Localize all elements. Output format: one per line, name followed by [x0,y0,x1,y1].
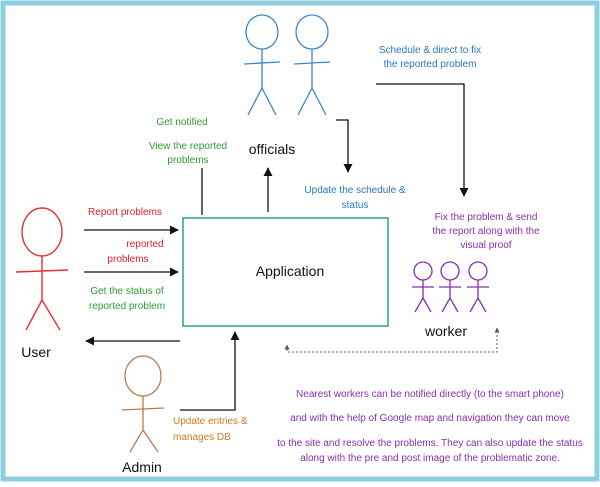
update-schedule-label-1: Update the schedule & [304,185,406,196]
update-entries-label-1: Update entries & [173,416,248,427]
fix-problem-label-2: the report along with the [432,226,540,237]
note-line-3: to the site and resolve the problems. Th… [277,438,583,449]
note-line-2: and with the help of Google map and navi… [290,413,570,424]
view-reported-label-2: problems [167,155,208,166]
fix-problem-label-1: Fix the problem & send [435,212,538,223]
schedule-direct-label-1: Schedule & direct to fix [379,45,481,56]
report-problems-label: Report problems [88,207,162,218]
user-figure[interactable] [15,207,69,331]
get-status-label-1: Get the status of [90,286,164,297]
officials-figure[interactable] [243,14,331,116]
officials-label: officials [249,141,295,157]
update-schedule-label-2: status [342,200,369,211]
application-label: Application [256,263,325,279]
dotted-arrow-app-worker [284,327,500,353]
arrow-officials-update-schedule [336,119,353,173]
schedule-direct-label-2: the reported problem [384,59,477,70]
worker-label: worker [424,323,467,339]
update-entries-label-2: manages DB [173,432,231,443]
application-box[interactable] [182,217,389,327]
worker-figure[interactable] [412,261,489,313]
reported-problems-label-2: problems [107,254,148,265]
arrows [84,83,469,411]
fix-problem-label-3: visual proof [460,240,511,251]
reported-problems-label-1: reported [126,239,163,250]
user-label: User [21,344,51,360]
get-notified-label: Get notified [156,117,207,128]
arrow-schedule-to-worker [376,83,469,197]
note-line-4: along with the pre and post image of the… [300,453,560,464]
arrow-admin-to-app [180,331,240,411]
note-line-1: Nearest workers can be notified directly… [296,389,564,400]
admin-figure[interactable] [121,355,165,453]
admin-label: Admin [122,459,162,475]
get-status-label-2: reported problem [89,301,165,312]
view-reported-label-1: View the reported [149,141,227,152]
